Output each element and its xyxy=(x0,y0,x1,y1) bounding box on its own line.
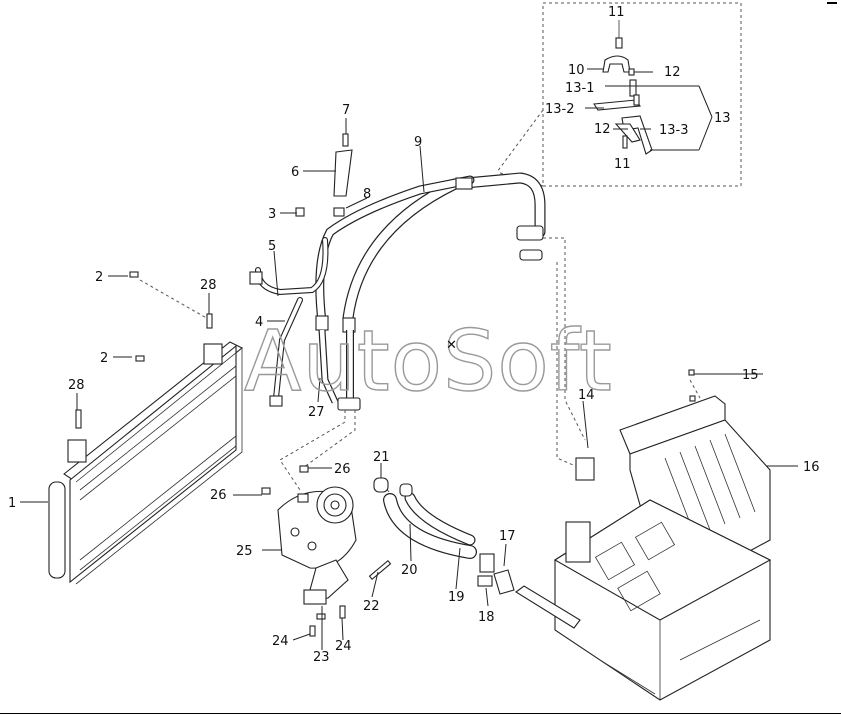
callout-3: 3 xyxy=(268,207,276,222)
compressor xyxy=(261,465,392,637)
callout-12-top: 12 xyxy=(664,65,681,80)
heater-hoses xyxy=(373,477,515,595)
callout-23: 23 xyxy=(313,650,330,665)
callout-18: 18 xyxy=(478,610,495,625)
callout-13: 13 xyxy=(714,111,731,126)
callout-9: 9 xyxy=(414,135,422,150)
callout-5: 5 xyxy=(268,239,276,254)
callout-22: 22 xyxy=(363,599,380,614)
detail-leader-top xyxy=(496,109,544,173)
callout-24-left: 24 xyxy=(272,634,289,649)
callout-8: 8 xyxy=(363,187,371,202)
dashed-guides xyxy=(139,237,701,501)
callout-10: 10 xyxy=(568,63,585,78)
callout-26-right: 26 xyxy=(334,462,351,477)
leader-lines xyxy=(20,118,798,650)
callout-20: 20 xyxy=(401,563,418,578)
callout-13-3: 13-3 xyxy=(659,123,689,138)
callout-15: 15 xyxy=(742,368,759,383)
corner-mark xyxy=(827,2,837,8)
callout-2-lower: 2 xyxy=(100,351,108,366)
callout-24-right: 24 xyxy=(335,639,352,654)
callout-26-left: 26 xyxy=(210,488,227,503)
callout-14: 14 xyxy=(578,388,595,403)
callout-12-bottom: 12 xyxy=(594,122,611,137)
callout-17: 17 xyxy=(499,529,516,544)
callout-1: 1 xyxy=(8,496,16,511)
bottom-border xyxy=(0,713,841,714)
hvac-unit xyxy=(515,369,772,701)
bracket-detail xyxy=(593,20,653,155)
callout-28-upper: 28 xyxy=(200,278,217,293)
callout-13-2: 13-2 xyxy=(545,102,575,117)
callout-19: 19 xyxy=(448,590,465,605)
callout-6: 6 xyxy=(291,165,299,180)
refrigerant-lines xyxy=(249,133,546,411)
autosoft-watermark: AutoSoft xyxy=(244,312,613,410)
callout-27: 27 xyxy=(308,405,325,420)
callout-4: 4 xyxy=(255,315,263,330)
callout-7: 7 xyxy=(342,103,350,118)
condenser xyxy=(48,271,244,585)
callout-11-bottom: 11 xyxy=(614,157,631,172)
callout-11-top: 11 xyxy=(608,5,625,20)
detail-box xyxy=(542,2,742,187)
callout-16: 16 xyxy=(803,460,820,475)
watermark-cross-mark: ✕ xyxy=(446,338,457,353)
callout-13-1: 13-1 xyxy=(565,81,595,96)
callout-28-lower: 28 xyxy=(68,378,85,393)
callout-2-upper: 2 xyxy=(95,270,103,285)
detail-leaders xyxy=(585,68,713,151)
callout-21: 21 xyxy=(373,450,390,465)
callout-25: 25 xyxy=(236,544,253,559)
